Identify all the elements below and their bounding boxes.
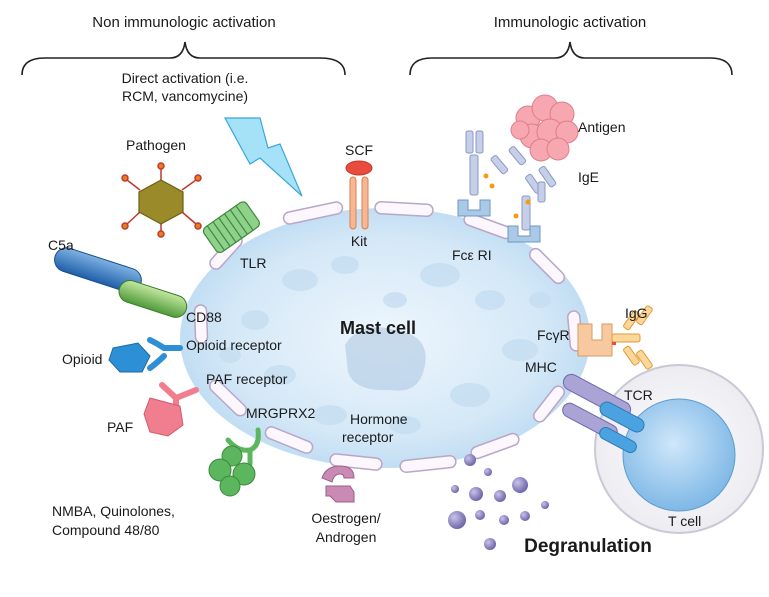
ige-label: IgE	[578, 169, 599, 185]
paf-receptor-label: PAF receptor	[206, 371, 288, 387]
header-non-immunologic: Non immunologic activation	[92, 14, 275, 31]
cell-texture	[219, 256, 551, 434]
mast-cell-label: Mast cell	[340, 318, 416, 338]
oestrogen-label-2: Androgen	[316, 529, 377, 545]
pathogen-icon	[121, 162, 202, 238]
antigen-label: Antigen	[578, 119, 625, 135]
cell-membrane	[193, 201, 583, 474]
hormone-receptor-label-1: Hormone	[350, 411, 408, 427]
igg-antibody-icon	[611, 305, 653, 370]
igg-label: IgG	[625, 305, 648, 321]
fcgr-label: FcγR	[537, 327, 570, 343]
c5a-label: C5a	[48, 237, 74, 253]
mrgprx2-label: MRGPRX2	[246, 405, 315, 421]
scf-ligand-icon	[345, 160, 373, 176]
opioid-icon	[108, 342, 151, 373]
left-bracket	[21, 41, 346, 76]
tlr-receptor-icon	[202, 201, 260, 254]
direct-activation-label-2: RCM, vancomycine)	[122, 88, 248, 104]
hormone-receptor-icon	[321, 465, 355, 483]
kit-label: Kit	[351, 233, 367, 249]
nucleus-shadow	[345, 327, 426, 391]
fcgr-receptor-icon	[577, 323, 613, 357]
tlr-label: TLR	[240, 255, 266, 271]
nmba-label-1: NMBA, Quinolones,	[52, 503, 175, 519]
nmba-label-2: Compound 48/80	[52, 522, 160, 538]
granules	[448, 454, 549, 550]
pathogen-label: Pathogen	[126, 137, 186, 153]
direct-activation-label-1: Direct activation (i.e.	[122, 70, 249, 86]
oestrogen-label-1: Oestrogen/	[311, 510, 380, 526]
fce-ri-2-icon	[507, 225, 541, 243]
right-bracket	[409, 41, 733, 76]
lightning-icon	[223, 117, 303, 197]
t-cell-label: T cell	[668, 513, 701, 529]
fce-ri-label: Fcε RI	[452, 247, 492, 263]
fce-ri-1-icon	[457, 199, 491, 217]
opioid-receptor-icon	[147, 337, 183, 371]
mhc-tcr-complex-icon	[562, 373, 645, 454]
nmba-ligand-icon	[208, 445, 256, 497]
paf-label: PAF	[107, 419, 133, 435]
paf-icon	[143, 397, 184, 437]
tcr-label: TCR	[624, 387, 653, 403]
hormone-icon	[325, 485, 355, 503]
scf-label: SCF	[345, 142, 373, 158]
hormone-receptor-label-2: receptor	[342, 429, 394, 445]
ige-antibody-1-icon	[465, 130, 527, 196]
cd88-label: CD88	[186, 309, 222, 325]
opioid-receptor-label: Opioid receptor	[186, 337, 282, 353]
antigen-icon	[510, 94, 579, 162]
mhc-label: MHC	[525, 359, 557, 375]
header-immunologic: Immunologic activation	[494, 14, 647, 31]
degranulation-label: Degranulation	[524, 536, 652, 557]
t-cell-nucleus	[622, 398, 736, 512]
opioid-label: Opioid	[62, 351, 102, 367]
cd88-icon	[118, 280, 188, 318]
kit-receptor-icon	[349, 176, 369, 230]
ige-antibody-2-icon	[513, 165, 557, 231]
